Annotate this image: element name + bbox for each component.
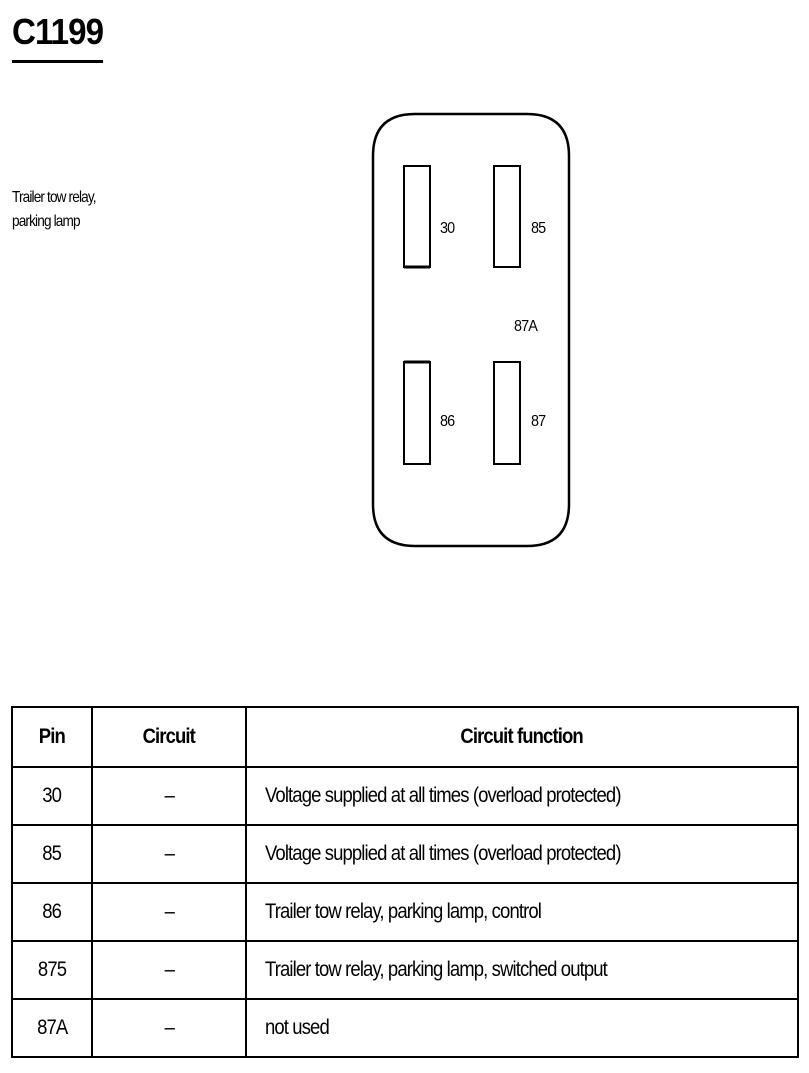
terminal-86 bbox=[403, 361, 431, 465]
connector-face-diagram: 30 85 87A 86 87 bbox=[371, 112, 571, 548]
pin-label-87: 87 bbox=[531, 413, 546, 430]
row-pin: 87A bbox=[11, 998, 93, 1058]
terminal-30 bbox=[403, 165, 431, 268]
terminal-87 bbox=[493, 361, 521, 465]
connector-housing bbox=[371, 112, 571, 548]
row-function: Voltage supplied at all times (overload … bbox=[245, 766, 799, 826]
pin-label-86: 86 bbox=[440, 413, 455, 430]
table-header-row: Pin Circuit Circuit function bbox=[11, 706, 799, 768]
description-line-1: Trailer tow relay, bbox=[12, 189, 97, 206]
row-function: not used bbox=[245, 998, 799, 1058]
table-row: 30 – Voltage supplied at all times (over… bbox=[11, 766, 799, 826]
row-circuit: – bbox=[91, 882, 247, 942]
header-circuit: Circuit bbox=[91, 706, 247, 768]
row-circuit: – bbox=[91, 940, 247, 1000]
row-function: Voltage supplied at all times (overload … bbox=[245, 824, 799, 884]
header-circuit-function: Circuit function bbox=[245, 706, 799, 768]
connector-title: C1199 bbox=[12, 10, 104, 63]
row-circuit: – bbox=[91, 998, 247, 1058]
terminal-85 bbox=[493, 165, 521, 268]
description-line-2: parking lamp bbox=[12, 213, 81, 230]
connector-description: Trailer tow relay, parking lamp bbox=[12, 186, 97, 234]
row-pin: 85 bbox=[11, 824, 93, 884]
row-pin: 30 bbox=[11, 766, 93, 826]
table-row: 85 – Voltage supplied at all times (over… bbox=[11, 824, 799, 884]
connector-outline bbox=[371, 112, 571, 548]
row-pin: 875 bbox=[11, 940, 93, 1000]
pin-label-87a: 87A bbox=[514, 318, 538, 335]
row-function: Trailer tow relay, parking lamp, switche… bbox=[245, 940, 799, 1000]
row-function: Trailer tow relay, parking lamp, control bbox=[245, 882, 799, 942]
pin-function-table: Pin Circuit Circuit function 30 – Voltag… bbox=[11, 706, 799, 1058]
row-pin: 86 bbox=[11, 882, 93, 942]
table-row: 875 – Trailer tow relay, parking lamp, s… bbox=[11, 940, 799, 1000]
pin-label-85: 85 bbox=[531, 220, 546, 237]
table-row: 87A – not used bbox=[11, 998, 799, 1058]
row-circuit: – bbox=[91, 824, 247, 884]
pin-label-30: 30 bbox=[440, 220, 455, 237]
table-row: 86 – Trailer tow relay, parking lamp, co… bbox=[11, 882, 799, 942]
row-circuit: – bbox=[91, 766, 247, 826]
header-pin: Pin bbox=[11, 706, 93, 768]
